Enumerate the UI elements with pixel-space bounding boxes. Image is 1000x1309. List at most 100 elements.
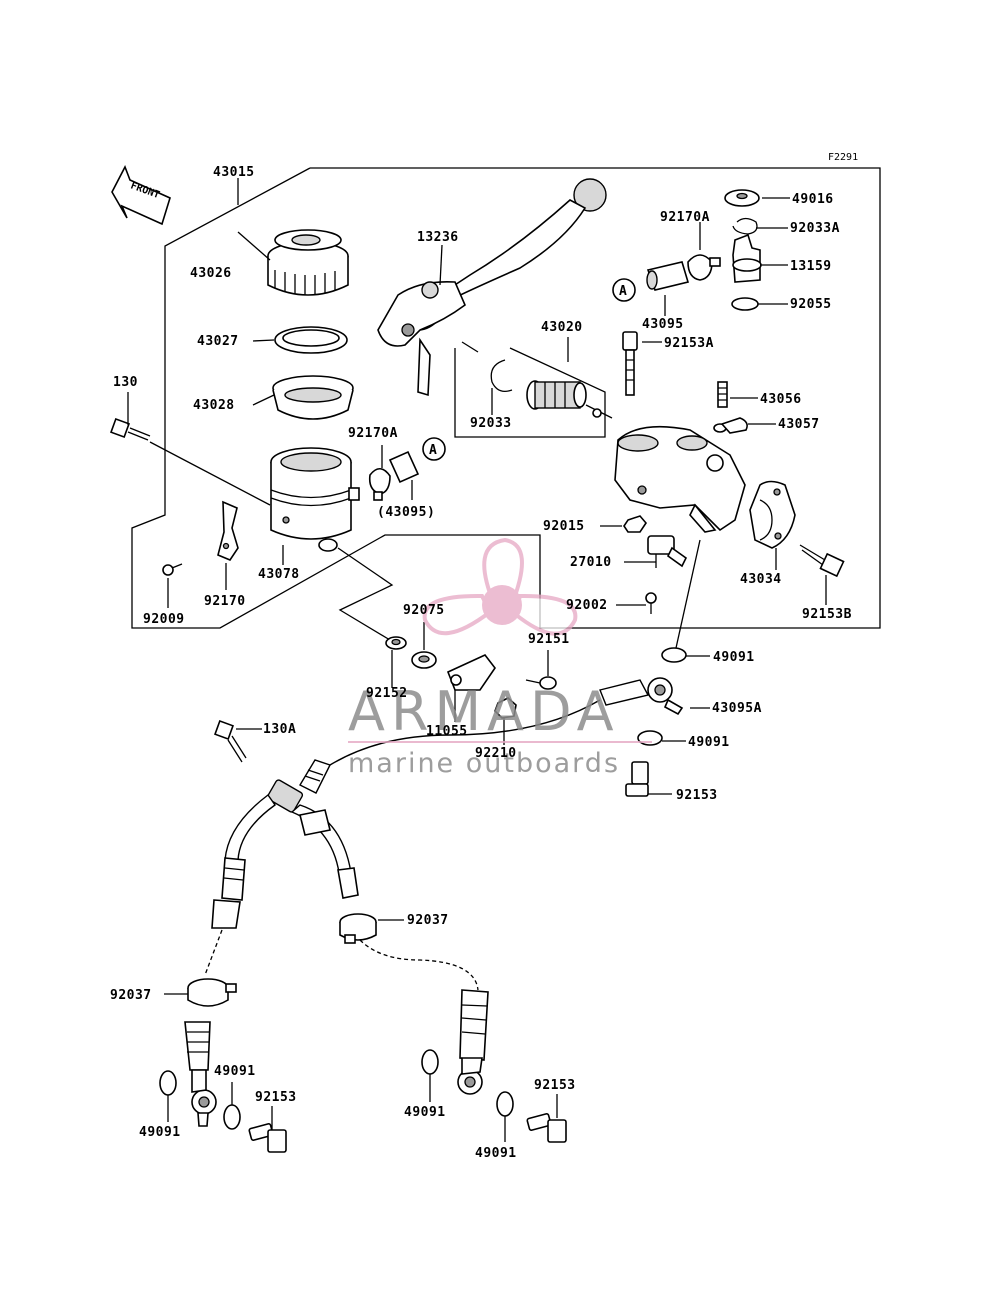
part-label: 49091 [475, 1146, 517, 1161]
part-number-labels: 43015 49016 92170A 92033A 13236 43026 13… [110, 165, 852, 1161]
brake-hose-right [290, 804, 479, 991]
part-label: 43020 [541, 320, 583, 335]
watermark-tagline: marine outboards [348, 748, 620, 779]
part-label: 92153 [255, 1090, 297, 1105]
nut-92015 [623, 515, 648, 533]
part-label: 92153B [802, 607, 852, 622]
callout-a-mid: A [422, 437, 446, 461]
part-label: 49091 [214, 1064, 256, 1079]
bolt-92153B [799, 544, 845, 578]
part-label: 92037 [407, 913, 449, 928]
screw-92002 [645, 592, 657, 614]
banjo-bolt-92153-c [526, 1113, 567, 1143]
part-label: 43095A [712, 701, 762, 716]
part-label: 49091 [713, 650, 755, 665]
bracket-11055 [446, 654, 496, 691]
part-label: 49091 [688, 735, 730, 750]
washer-49091-c [159, 1070, 177, 1096]
nut-92210 [494, 697, 517, 719]
part-label: 43056 [760, 392, 802, 407]
part-label: 92033A [790, 221, 840, 236]
part-label: 92170 [204, 594, 246, 609]
leader-lines [127, 197, 827, 1142]
master-cylinder-body [614, 425, 746, 533]
part-label: 92170A [348, 426, 398, 441]
part-label: 92015 [543, 519, 585, 534]
washer-49091-f [496, 1091, 514, 1117]
hose-43095-mid [388, 450, 420, 484]
front-direction-arrow-icon: FRONT [111, 165, 171, 226]
part-label: 43057 [778, 417, 820, 432]
part-label: 43015 [213, 165, 255, 180]
circlip-92033A [732, 217, 758, 235]
part-label: 43034 [740, 572, 782, 587]
diaphragm-plate [274, 326, 348, 354]
svg-text:A: A [619, 284, 627, 299]
brake-light-switch [647, 535, 688, 568]
clamp-92170A-top [687, 254, 721, 281]
callout-a-top: A [612, 278, 636, 302]
part-label: 130A [263, 722, 296, 737]
hose-junction [266, 699, 601, 813]
hose-clamp-92037-right [339, 913, 377, 944]
part-label: 92055 [790, 297, 832, 312]
part-label: (43095) [377, 505, 435, 520]
brake-lever [377, 178, 607, 397]
part-label: 43026 [190, 266, 232, 281]
reservoir-cap [267, 229, 349, 296]
part-label: 92210 [475, 746, 517, 761]
washer-92152 [385, 636, 407, 650]
figure-code: F2291 [828, 152, 858, 163]
piston-kit [490, 359, 613, 419]
reservoir-tank [270, 447, 360, 552]
reservoir-bracket [217, 500, 239, 561]
part-label: 92037 [110, 988, 152, 1003]
washer-49091-e [421, 1049, 439, 1075]
part-label: 92153 [534, 1078, 576, 1093]
watermark-brand: ARMADA [348, 680, 620, 743]
brake-hose-left [204, 794, 276, 976]
part-label: 43027 [197, 334, 239, 349]
part-label: 92151 [528, 632, 570, 647]
bleeder-screw [717, 381, 728, 408]
cap-49016 [724, 189, 760, 207]
banjo-43095A [599, 677, 684, 716]
hose-43095-top [646, 261, 690, 291]
part-label: 43078 [258, 567, 300, 582]
screw-92009 [162, 563, 183, 576]
part-label: 43095 [642, 317, 684, 332]
hose-clamp-92037-left [187, 978, 237, 1007]
o-ring-92055 [731, 297, 759, 311]
part-label: 92002 [566, 598, 608, 613]
assembly-outline [131, 167, 881, 629]
diaphragm [272, 375, 354, 420]
bolt-130 [110, 418, 151, 441]
propeller-logo-icon [422, 537, 578, 636]
part-label: 92153 [676, 788, 718, 803]
bleeder-cap [713, 417, 748, 434]
part-label: 49016 [792, 192, 834, 207]
handlebar-clamp [749, 480, 796, 549]
part-label: 130 [113, 375, 138, 390]
part-label: 43028 [193, 398, 235, 413]
banjo-bolt-92153-a [625, 761, 649, 797]
part-label: 92153A [664, 336, 714, 351]
armada-watermark: ARMADA marine outboards [348, 537, 652, 779]
pivot-bolt-92153A [622, 331, 638, 396]
part-label: 11055 [426, 724, 468, 739]
part-label: 92152 [366, 686, 408, 701]
part-label: 92170A [660, 210, 710, 225]
bolt-92151 [525, 676, 557, 690]
banjo-bolt-92153-b [248, 1123, 287, 1153]
part-label: 92009 [143, 612, 185, 627]
washer-49091-d [223, 1104, 241, 1130]
part-label: 27010 [570, 555, 612, 570]
part-label: 13159 [790, 259, 832, 274]
banjo-right [457, 989, 489, 1095]
part-label: 13236 [417, 230, 459, 245]
part-label: 92033 [470, 416, 512, 431]
bolt-130A [214, 720, 247, 763]
part-label: 49091 [404, 1105, 446, 1120]
hose-fitting-13159 [732, 233, 762, 283]
